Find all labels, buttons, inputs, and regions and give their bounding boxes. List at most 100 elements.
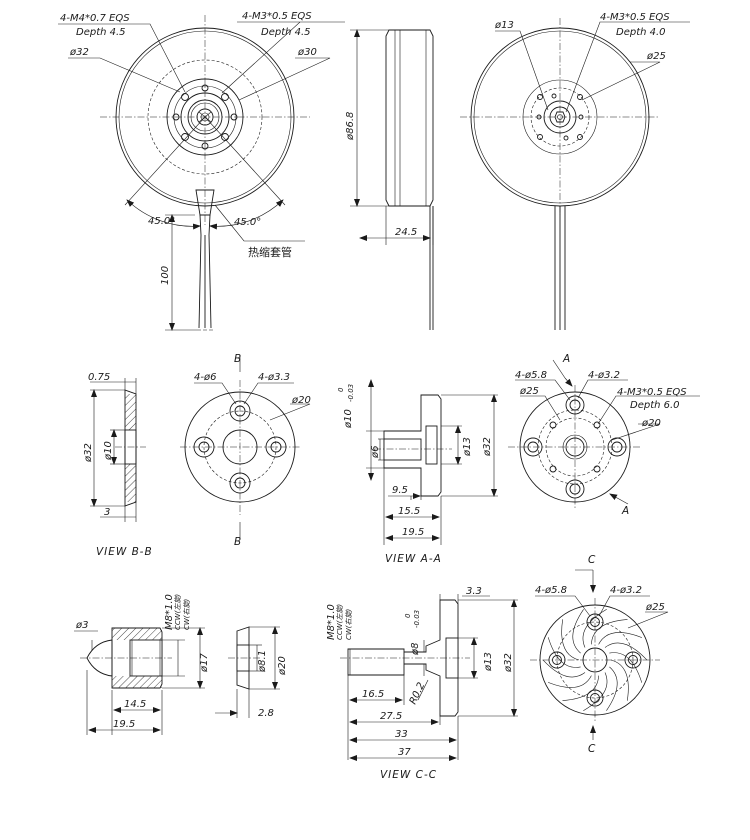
- heat-shrink-sleeve-label: 热缩套管: [248, 245, 292, 259]
- view-aa-callout-thread: 4-M3*0.5 EQS: [617, 387, 687, 398]
- dim-dia-25-top-right: ø25: [646, 51, 666, 62]
- nut-dia-17: ø17: [199, 653, 210, 673]
- dim-dia-32-top: ø32: [69, 47, 89, 58]
- washer-thk-2-8: 2.8: [258, 708, 274, 719]
- view-aa-len-9-5: 9.5: [392, 485, 408, 496]
- view-aa-dia-6: ø6: [370, 446, 381, 459]
- dim-width-24-5: 24.5: [395, 227, 417, 238]
- nut-thread: M8*1.0: [164, 594, 175, 630]
- swirl-line: [547, 637, 581, 668]
- view-aa-title: VIEW A-A: [385, 553, 442, 565]
- swirl-line: [547, 675, 592, 688]
- swirl-line: [562, 675, 599, 701]
- prop-nut: [74, 627, 205, 735]
- view-cc-dia-32: ø32: [503, 653, 514, 673]
- callout-thread-m4: 4-M4*0.7 EQS: [60, 13, 130, 24]
- washer-dia-8-1: ø8.1: [257, 650, 268, 673]
- nut-dia-3: ø3: [75, 620, 88, 631]
- view-aa-dia-20: ø20: [641, 418, 661, 429]
- swirl-line: [572, 609, 584, 654]
- washer: [215, 626, 280, 718]
- view-bb-marker-top: B: [234, 353, 241, 365]
- view-cc-radius: R0.2: [408, 681, 428, 706]
- dim-lead-length: 100: [160, 266, 171, 285]
- view-cc-len-37: 37: [398, 747, 411, 758]
- motor-top-view: [460, 18, 690, 330]
- motor-side-view: [350, 29, 434, 330]
- view-cc-cw: CW(右旋): [345, 608, 353, 640]
- view-bb-side: [90, 378, 146, 522]
- nut-cw: CW(右旋): [183, 598, 191, 630]
- swirl-line: [606, 666, 618, 711]
- swirl-line: [610, 659, 629, 701]
- view-aa-section: [366, 379, 498, 545]
- view-bb-holes-big: 4-ø6: [194, 372, 216, 383]
- view-cc-tol-top: 0: [404, 613, 412, 618]
- swirl-line: [583, 672, 608, 711]
- swirl-line: [561, 619, 580, 661]
- callout-depth-m4: Depth 4.5: [76, 27, 126, 38]
- dim-angle-left: 45.0°: [148, 216, 175, 227]
- view-bb-thk-3: 3: [104, 507, 110, 518]
- swirl-line: [591, 619, 628, 645]
- cooling-swirl-pattern: [542, 609, 648, 711]
- view-aa-tol-top: 0: [337, 387, 345, 392]
- view-aa-dia-32: ø32: [482, 437, 493, 457]
- view-cc-len-16-5: 16.5: [362, 689, 384, 700]
- swirl-line: [604, 642, 648, 661]
- dim-dia-30-top: ø30: [297, 47, 317, 58]
- view-cc-front: [530, 569, 669, 740]
- view-cc-thread: M8*1.0: [326, 604, 337, 640]
- view-cc-marker-bottom: C: [588, 743, 596, 755]
- view-cc-len-27-5: 27.5: [380, 711, 402, 722]
- dim-dia-13-top-right: ø13: [494, 20, 514, 31]
- view-cc-len-33: 33: [395, 729, 408, 740]
- nut-len-19-5: 19.5: [113, 719, 135, 730]
- dim-dia-86-8: ø86.8: [345, 112, 356, 141]
- view-aa-holes-big: 4-ø5.8: [515, 370, 547, 381]
- view-aa-marker-top: A: [562, 353, 570, 365]
- view-cc-thk-3-3: 3.3: [466, 586, 482, 597]
- view-bb-dia-20: ø20: [291, 395, 311, 406]
- view-bb-front: [180, 355, 311, 538]
- view-cc-marker-top: C: [588, 554, 596, 566]
- swirl-line: [542, 659, 586, 678]
- view-aa-dia-25: ø25: [519, 386, 539, 397]
- view-cc-dia-25: ø25: [645, 602, 665, 613]
- swirl-line: [582, 609, 607, 648]
- view-bb-marker-bottom: B: [234, 536, 241, 548]
- view-aa-holes-small: 4-ø3.2: [588, 370, 620, 381]
- swirl-line: [598, 632, 643, 645]
- view-cc-holes-small: 4-ø3.2: [610, 585, 642, 596]
- swirl-line: [609, 652, 643, 683]
- view-bb-thk-075: 0.75: [88, 372, 110, 383]
- view-cc-tol-bottom: -0.03: [413, 610, 421, 628]
- view-bb-dia-32: ø32: [83, 443, 94, 463]
- callout-depth-m3: Depth 4.5: [261, 27, 311, 38]
- view-cc-dia-8: ø8: [410, 643, 421, 656]
- view-aa-len-19-5: 19.5: [402, 527, 424, 538]
- view-aa-tol-bottom: -0.03: [347, 384, 355, 402]
- view-bb-title: VIEW B-B: [96, 546, 153, 558]
- view-aa-len-15-5: 15.5: [398, 506, 420, 517]
- callout-thread-m3: 4-M3*0.5 EQS: [242, 11, 312, 22]
- view-bb-holes-small: 4-ø3.3: [258, 372, 290, 383]
- washer-dia-20: ø20: [277, 656, 288, 676]
- view-aa-callout-depth: Depth 6.0: [630, 400, 680, 411]
- view-cc-title: VIEW C-C: [380, 769, 437, 781]
- motor-bottom-view: [58, 15, 345, 331]
- view-cc-dia-13: ø13: [483, 652, 494, 672]
- view-aa-front: [508, 359, 700, 510]
- nut-len-14-5: 14.5: [124, 699, 146, 710]
- view-cc-ccw: CCW(左旋): [336, 604, 344, 640]
- dim-angle-right: 45.0°: [234, 217, 261, 228]
- nut-ccw: CCW(左旋): [174, 594, 182, 630]
- view-aa-marker-bottom: A: [621, 505, 629, 517]
- callout-depth-top-right: Depth 4.0: [616, 27, 666, 38]
- view-aa-dia-10: ø10: [343, 409, 354, 429]
- view-bb-dia-10: ø10: [103, 441, 114, 461]
- view-cc-section: [340, 594, 518, 761]
- callout-thread-top-right: 4-M3*0.5 EQS: [600, 12, 670, 23]
- view-aa-dia-13: ø13: [462, 437, 473, 457]
